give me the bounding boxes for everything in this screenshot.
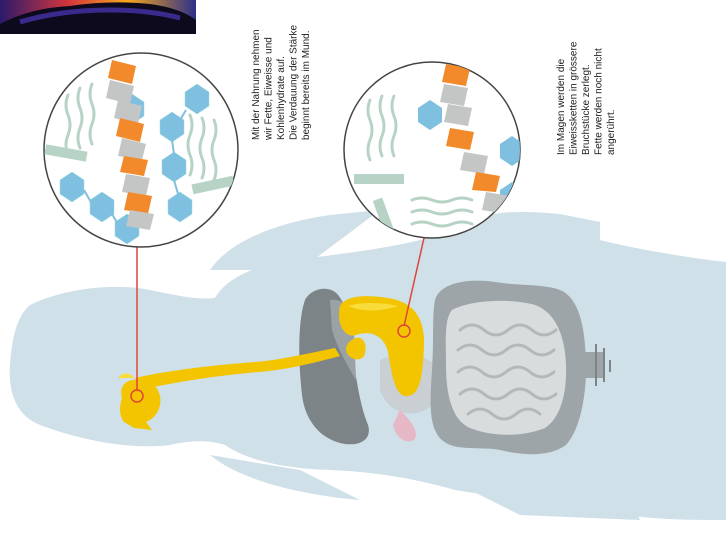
caption-stomach-line-5: angerührt.: [606, 5, 619, 155]
caption-mouth-line-1: Mit der Nahrung nehmen: [251, 5, 264, 140]
caption-stomach-line-2: Eiweissketten in grössere: [569, 5, 582, 155]
caption-stomach-line-4: Fette werden noch nicht: [594, 5, 607, 155]
caption-stomach: Im Magen werden die Eiweissketten in grö…: [556, 5, 619, 155]
caption-mouth-line-3: Kohlenhydrate auf.: [276, 5, 289, 140]
caption-mouth: Mit der Nahrung nehmen wir Fette, Eiweis…: [251, 5, 314, 140]
rectum: [580, 352, 604, 378]
thermal-image-fragment: [0, 0, 196, 34]
zoom-circle-mouth: [44, 53, 238, 247]
caption-mouth-line-5: beginnt bereits im Mund.: [301, 5, 314, 140]
caption-stomach-line-3: Bruchstücke zerlegt.: [581, 5, 594, 155]
caption-mouth-line-4: Die Verdauung der Stärke: [289, 5, 302, 140]
body-silhouette: [10, 210, 726, 520]
caption-stomach-line-1: Im Magen werden die: [556, 5, 569, 155]
caption-mouth-line-2: wir Fette, Eiweisse und: [264, 5, 277, 140]
